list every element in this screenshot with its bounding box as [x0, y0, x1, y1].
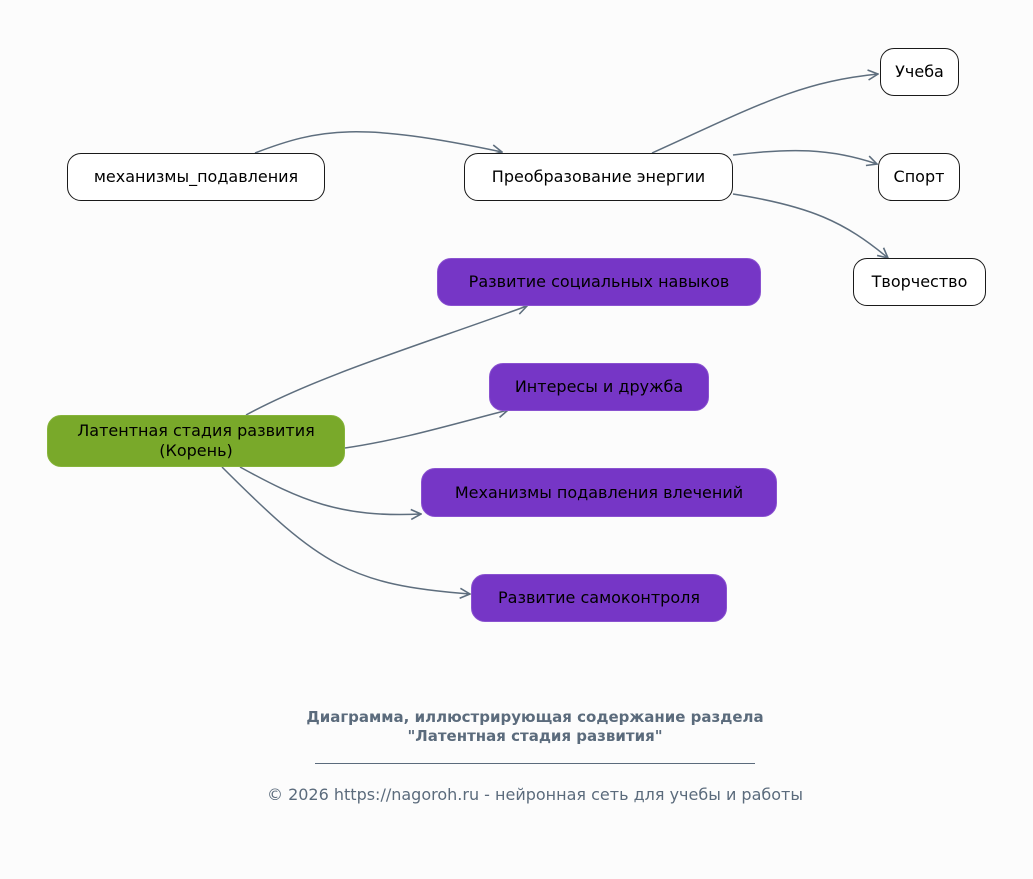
node-label: Творчество [871, 272, 968, 291]
edge-root-to-selfcontrol [221, 466, 470, 594]
node-creativity[interactable]: Творчество [853, 258, 986, 306]
edge-transformation-to-creativity [732, 193, 888, 258]
node-label-line2: (Корень) [159, 441, 233, 460]
node-label: Механизмы подавления влечений [454, 482, 744, 502]
node-label: Спорт [893, 167, 945, 186]
node-label: Развитие самоконтроля [498, 588, 700, 607]
node-interests-friendship[interactable]: Интересы и дружба [489, 363, 709, 411]
node-label: Преобразование энергии [491, 167, 706, 186]
node-suppression-mechanisms[interactable]: Механизмы подавления влечений [421, 468, 777, 517]
edge-root-to-suppression [239, 466, 421, 515]
caption-title: Диаграмма, иллюстрирующая содержание раз… [0, 708, 1033, 746]
copyright-text: © 2026 https://nagoroh.ru - нейронная се… [266, 785, 803, 804]
edge-root-to-social [245, 306, 527, 416]
edge-transformation-to-study [651, 74, 878, 154]
node-social-skills[interactable]: Развитие социальных навыков [437, 258, 761, 306]
caption-title-line2: "Латентная стадия развития" [407, 727, 663, 745]
node-label: Развитие социальных навыков [468, 272, 730, 291]
node-root-latent-stage[interactable]: Латентная стадия развития (Корень) [47, 415, 345, 467]
node-self-control[interactable]: Развитие самоконтроля [471, 574, 727, 622]
edge-mechanisms-to-transformation [254, 131, 502, 153]
caption-divider [315, 763, 755, 764]
node-label-line1: Латентная стадия развития [77, 421, 315, 440]
edge-root-to-interests [344, 410, 508, 449]
node-mechanisms[interactable]: механизмы_подавления [67, 153, 325, 201]
edge-transformation-to-sport [732, 149, 877, 164]
node-label: механизмы_подавления [93, 167, 299, 186]
node-study[interactable]: Учеба [880, 48, 959, 96]
node-label: Учеба [895, 62, 944, 81]
node-energy-transformation[interactable]: Преобразование энергии [464, 153, 733, 201]
node-sport[interactable]: Спорт [878, 153, 960, 201]
node-label: Интересы и дружба [514, 377, 684, 396]
caption-title-line1: Диаграмма, иллюстрирующая содержание раз… [306, 708, 764, 726]
